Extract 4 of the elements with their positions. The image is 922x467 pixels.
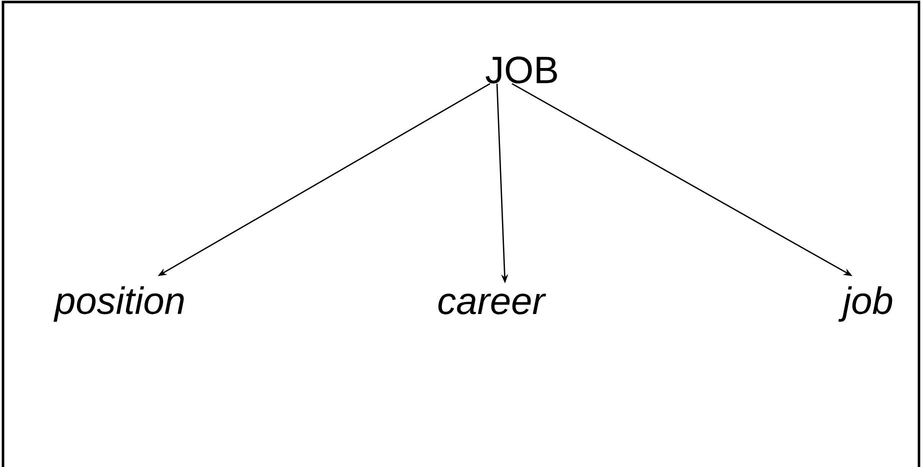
word-label: career bbox=[438, 294, 546, 314]
word-label: position bbox=[54, 286, 184, 322]
word-label: job bbox=[838, 286, 892, 322]
word-label: JOB bbox=[486, 56, 557, 84]
